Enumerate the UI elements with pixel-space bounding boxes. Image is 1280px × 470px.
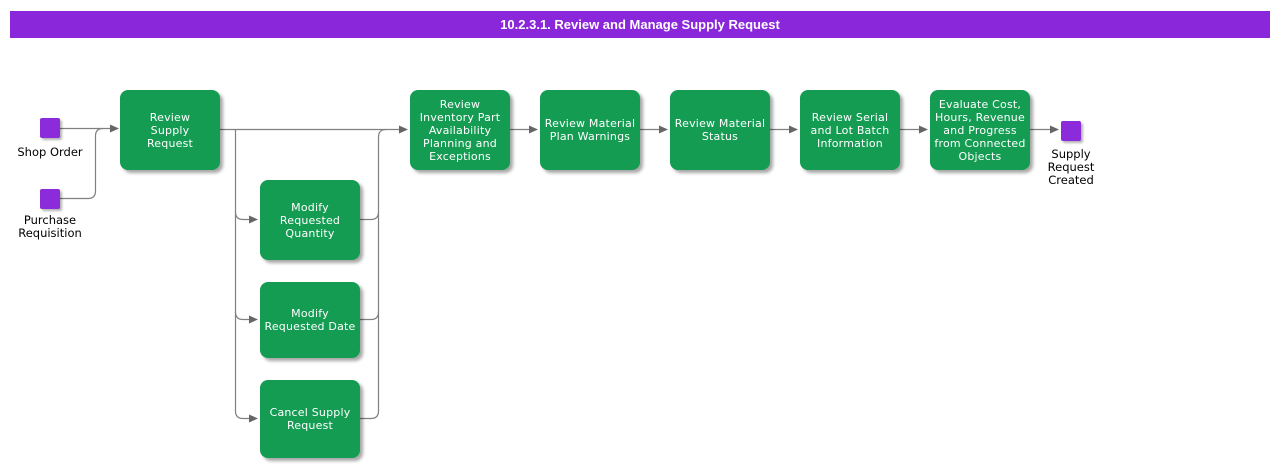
activity-modify-requested-date[interactable]: Modify Requested Date (260, 282, 360, 358)
event-shop-order[interactable] (40, 118, 60, 138)
activity-modify-requested-quantity-label: Modify Requested Quantity (279, 200, 341, 240)
connector-quantity-merge (360, 211, 380, 221)
event-purchase-requisition[interactable] (40, 189, 60, 209)
activity-review-serial-lot-batch-label: Review Serial and Lot Batch Information (810, 110, 890, 150)
connector-branch-to-modify-quantity (234, 211, 258, 224)
diagram-title-bar: 10.2.3.1. Review and Manage Supply Reque… (10, 11, 1270, 38)
activity-review-serial-lot-batch[interactable]: Review Serial and Lot Batch Information (800, 90, 900, 170)
connector-date-merge (360, 311, 380, 321)
activity-evaluate-cost-hours-revenue-label: Evaluate Cost, Hours, Revenue and Progre… (934, 97, 1026, 163)
activity-modify-requested-date-label: Modify Requested Date (264, 307, 356, 333)
event-purchase-requisition-label: Purchase Requisition (18, 213, 82, 240)
activity-review-inventory-part-availability-label: Review Inventory Part Availability Plann… (419, 97, 501, 163)
activity-cancel-supply-request[interactable]: Cancel Supply Request (260, 380, 360, 458)
activity-cancel-supply-request-label: Cancel Supply Request (269, 406, 351, 432)
activity-review-material-status-label: Review Material Status (674, 117, 766, 143)
connector-cancel-merge-vertical (360, 128, 387, 420)
connector-purchase-requisition-merge (60, 127, 104, 200)
activity-review-supply-request[interactable]: Review Supply Request (120, 90, 220, 170)
activity-review-supply-request-label: Review Supply Request (146, 110, 194, 150)
activity-review-material-status[interactable]: Review Material Status (670, 90, 770, 170)
activity-review-material-plan-warnings-label: Review Material Plan Warnings (544, 117, 636, 143)
event-supply-request-created-label: Supply Request Created (1047, 147, 1095, 187)
activity-modify-requested-quantity[interactable]: Modify Requested Quantity (260, 180, 360, 260)
activity-review-inventory-part-availability[interactable]: Review Inventory Part Availability Plann… (410, 90, 510, 170)
activity-evaluate-cost-hours-revenue[interactable]: Evaluate Cost, Hours, Revenue and Progre… (930, 90, 1030, 170)
event-supply-request-created[interactable] (1061, 121, 1081, 141)
diagram-title: 10.2.3.1. Review and Manage Supply Reque… (500, 17, 780, 32)
event-shop-order-label: Shop Order (17, 145, 83, 159)
activity-review-material-plan-warnings[interactable]: Review Material Plan Warnings (540, 90, 640, 170)
connector-branch-to-modify-date (234, 311, 258, 324)
connector-branch-vertical-to-cancel (234, 129, 258, 423)
